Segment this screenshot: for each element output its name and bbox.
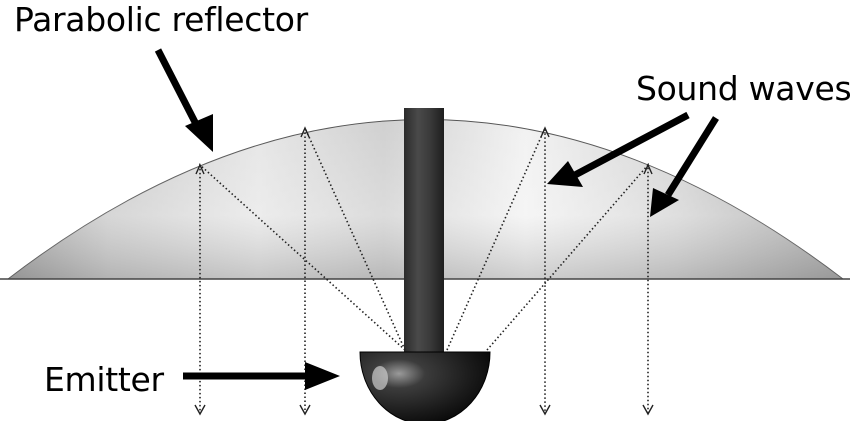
sound-wave-pointer-arrow — [650, 116, 719, 217]
ray-arrowhead — [300, 126, 310, 138]
emitter-label: Emitter — [44, 360, 164, 399]
ray-arrowhead — [642, 404, 654, 416]
sound-waves-label: Sound waves — [636, 69, 850, 108]
sound-wave-ray — [304, 127, 406, 413]
ray-arrowhead — [643, 163, 653, 175]
emitter-pointer-arrow — [183, 362, 340, 390]
ray-arrowhead — [540, 126, 550, 138]
sound-wave-ray — [446, 127, 546, 413]
ray-arrowhead — [195, 163, 205, 175]
ray-arrowhead — [299, 404, 311, 416]
emitter-hemisphere — [359, 351, 491, 421]
pointer-arrows — [154, 48, 719, 390]
ray-arrowheads — [194, 126, 654, 416]
sound-wave-pointer-arrow — [547, 111, 690, 187]
parabolic-reflector-label: Parabolic reflector — [14, 0, 308, 39]
ray-arrowhead — [539, 404, 551, 416]
support-rod — [404, 108, 444, 353]
reflector-pointer-arrow — [154, 48, 213, 152]
ray-arrowhead — [194, 404, 206, 416]
